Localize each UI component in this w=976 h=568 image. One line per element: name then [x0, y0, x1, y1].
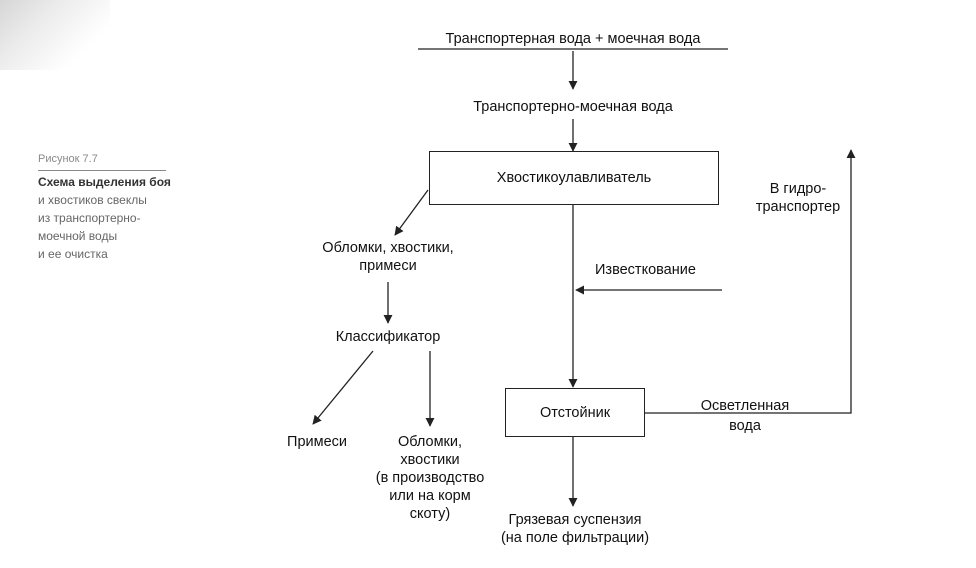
node-mixed-water: Транспортерно-моечная вода — [473, 99, 673, 115]
settler-label: Отстойник — [539, 404, 611, 421]
caption-line-5: и ее очистка — [38, 247, 108, 261]
node-impurities: Примеси — [287, 434, 347, 450]
node-clarified-water: Осветленная вода — [680, 397, 810, 435]
caption-rule — [38, 170, 166, 171]
debris-line-2: примеси — [359, 258, 417, 274]
clarified-line-1: Осветленная — [700, 398, 790, 414]
node-sludge: Грязевая суспензия (на поле фильтрации) — [480, 511, 670, 547]
tail-catcher-label: Хвостикоулавливатель — [496, 170, 652, 186]
node-liming: Известкование — [595, 262, 696, 278]
node-settler: Отстойник — [505, 388, 645, 437]
caption-line-2: и хвостиков свеклы — [38, 193, 147, 207]
fragments-line-2: хвостики — [400, 452, 460, 468]
node-input-water: Транспортерная вода + моечная вода — [445, 31, 701, 47]
arrow-catcher-to-debris — [394, 189, 429, 236]
figure-caption: Рисунок 7.7 Схема выделения боя и хвости… — [38, 150, 213, 263]
hydro-line-1: В гидро- — [769, 181, 827, 197]
sludge-line-2: (на поле фильтрации) — [500, 530, 650, 546]
fragments-line-3: (в производство — [375, 470, 485, 486]
hydro-line-2: транспортер — [755, 199, 841, 215]
arrow-clarified-to-hydro — [643, 149, 856, 414]
caption-line-3: из транспортерно- — [38, 211, 141, 225]
fragments-line-1: Обломки, — [397, 434, 463, 450]
debris-line-1: Обломки, хвостики, — [322, 240, 454, 256]
node-fragments: Обломки, хвостики (в производство или на… — [360, 433, 500, 523]
node-to-hydrotransporter: В гидро- транспортер — [738, 180, 858, 216]
clarified-line-2: вода — [729, 418, 761, 434]
figure-number: Рисунок 7.7 — [38, 153, 98, 165]
node-debris: Обломки, хвостики, примеси — [293, 239, 483, 275]
caption-line-4: моечной воды — [38, 229, 118, 243]
caption-line-1: Схема выделения боя — [38, 175, 171, 189]
fragments-line-5: скоту) — [409, 506, 451, 522]
sludge-line-1: Грязевая суспензия — [508, 512, 642, 528]
node-tail-catcher: Хвостикоулавливатель — [429, 151, 719, 205]
node-classifier: Классификатор — [335, 329, 441, 345]
fragments-line-4: или на корм — [389, 488, 471, 504]
arrow-classifier-to-impurities — [312, 350, 374, 425]
page-corner-shadow — [0, 0, 110, 70]
